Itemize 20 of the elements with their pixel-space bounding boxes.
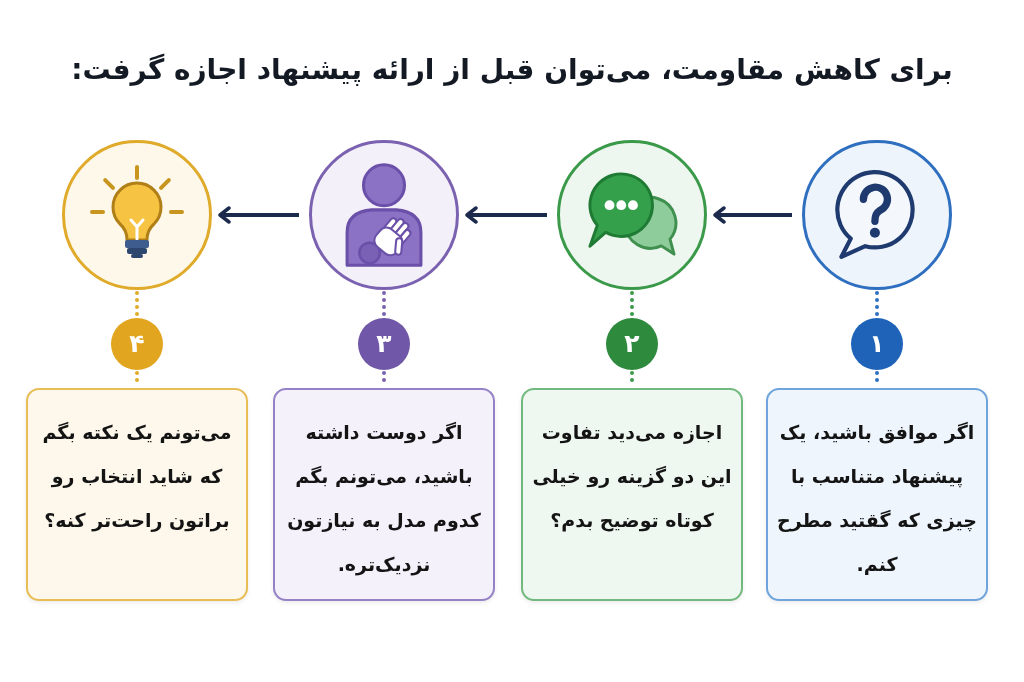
dotted-connector bbox=[630, 291, 634, 317]
step-card bbox=[26, 388, 248, 601]
step-text: اگر موافق باشید، یک پیشنهاد متناسب با چیزی که گقتید مطرح کنم. bbox=[776, 420, 978, 577]
dotted-connector bbox=[875, 291, 879, 317]
arrow bbox=[465, 206, 547, 224]
step-text: می‌تونم یک نکته بگم که شاید انتخاب رو براتون راحت‌تر کنه؟ bbox=[41, 420, 233, 534]
arrow bbox=[713, 206, 792, 224]
dotted-connector bbox=[382, 291, 386, 317]
number-badge: ۱ bbox=[851, 318, 903, 370]
number-badge: ۳ bbox=[358, 318, 410, 370]
title: برای کاهش مقاومت، می‌توان قبل از ارائه پیشنهاد اجازه گرفت: bbox=[71, 52, 953, 88]
step-text: اجازه می‌دید تفاوت این دو گزینه رو خیلی کوتاه توضیح بدم؟ bbox=[531, 420, 733, 534]
dotted-connector bbox=[135, 291, 139, 317]
step-card bbox=[766, 388, 988, 601]
step-card bbox=[521, 388, 743, 601]
number-badge: ۴ bbox=[111, 318, 163, 370]
step-card bbox=[273, 388, 495, 601]
step-text: اگر دوست داشته باشید، می‌تونم بگم کدوم مدل به نیازتون نزدیک‌تره. bbox=[286, 420, 482, 578]
number-badge: ۲ bbox=[606, 318, 658, 370]
arrow bbox=[218, 206, 299, 224]
